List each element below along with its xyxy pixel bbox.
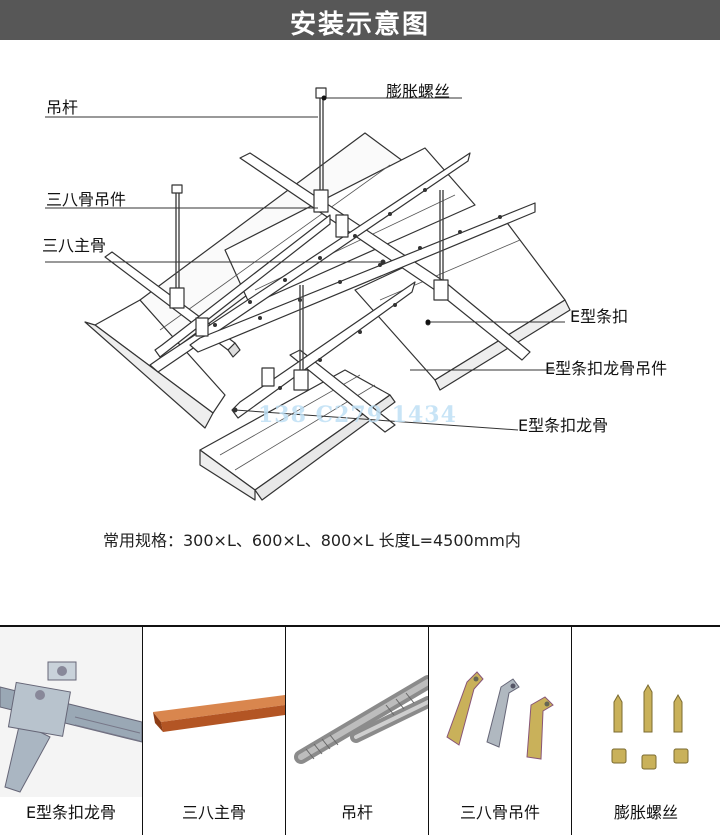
- sanba-main-photo: [143, 627, 285, 797]
- part-hanger-rod: 吊杆: [286, 627, 429, 835]
- label-expansion-screw: 膨胀螺丝: [386, 82, 451, 101]
- part-caption: 三八骨吊件: [459, 803, 540, 822]
- part-e-keel: E型条扣龙骨: [0, 627, 143, 835]
- sanba-hanger-photo: [429, 627, 571, 797]
- part-expansion-screw: 膨胀螺丝: [572, 627, 720, 835]
- label-e-keel-hanger: E型条扣龙骨吊件: [545, 359, 668, 378]
- e-keel-photo: [0, 627, 142, 797]
- part-caption: 吊杆: [340, 803, 373, 822]
- leader-lines: [45, 97, 565, 431]
- part-caption: E型条扣龙骨: [25, 803, 117, 822]
- label-e-strip: E型条扣: [570, 307, 629, 326]
- label-sanba-main: 三八主骨: [42, 236, 107, 255]
- label-e-keel: E型条扣龙骨: [518, 416, 609, 435]
- part-caption: 膨胀螺丝: [613, 803, 678, 822]
- spec-text: 常用规格：300×L、600×L、800×L 长度L=4500mm内: [103, 531, 521, 550]
- parts-strip: E型条扣龙骨 三八主骨 吊杆: [0, 625, 720, 837]
- hanger-rod-photo: [286, 627, 428, 797]
- label-hanger-rod: 吊杆: [46, 98, 79, 117]
- label-sanba-hanger: 三八骨吊件: [46, 190, 127, 209]
- part-sanba-main: 三八主骨: [143, 627, 286, 835]
- installation-diagram: [45, 87, 571, 501]
- e-strip-panels: [84, 132, 571, 501]
- header-bar: 安装示意图: [0, 0, 720, 40]
- expansion-screw-photo: [572, 627, 720, 797]
- part-caption: 三八主骨: [181, 803, 246, 822]
- watermark-phone: 138 C279 1434: [258, 402, 457, 428]
- page-title: 安装示意图: [289, 10, 430, 40]
- part-sanba-hanger: 三八骨吊件: [429, 627, 572, 835]
